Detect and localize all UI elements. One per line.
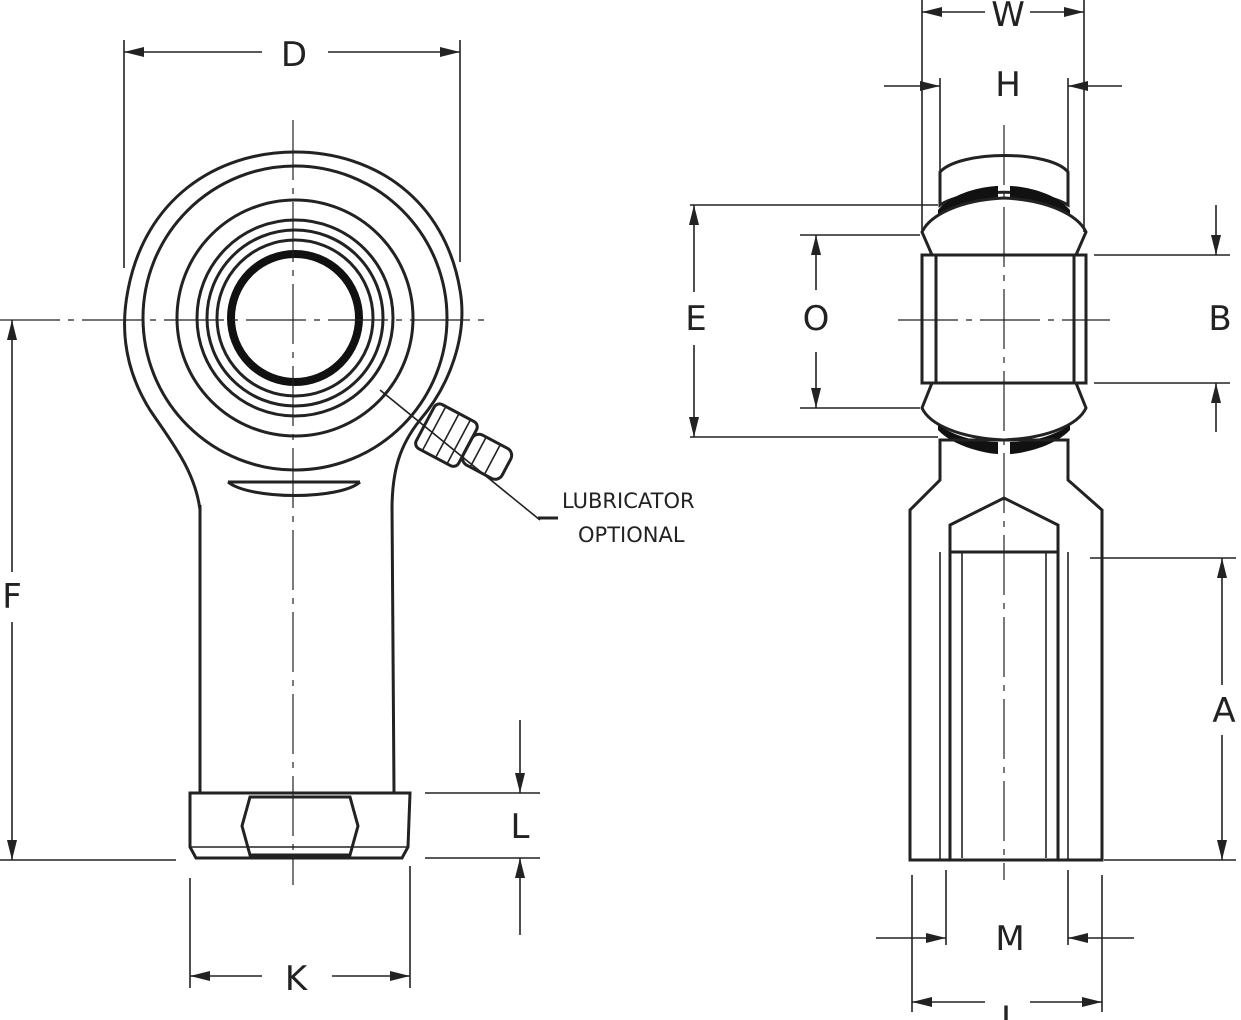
hex-nut [188, 791, 412, 860]
label-E: E [685, 299, 706, 339]
bore-ring [227, 250, 363, 386]
race-ring [195, 218, 395, 418]
label-O: O [803, 299, 830, 339]
dim-J: J [911, 875, 1103, 1020]
side-body [908, 438, 1104, 862]
label-F: F [2, 577, 22, 617]
dim-H: H [884, 65, 1122, 180]
dim-B: B [1094, 205, 1232, 432]
side-view: W H E O [685, 0, 1236, 1020]
dim-O: O [800, 234, 920, 409]
dim-L: L [425, 720, 540, 935]
label-M: M [995, 919, 1024, 959]
dim-W: W [921, 0, 1085, 232]
dim-K: K [189, 866, 411, 999]
lubricator-note-line2: OPTIONAL [578, 523, 685, 547]
dim-D: D [123, 35, 461, 268]
label-J: J [999, 999, 1011, 1020]
liner-top [938, 186, 998, 215]
label-H: H [995, 65, 1021, 105]
dim-E: E [685, 204, 938, 438]
dim-M: M [876, 870, 1134, 959]
dim-A: A [1090, 557, 1236, 861]
dim-F: F [0, 320, 176, 861]
label-W: W [991, 0, 1025, 35]
threaded-bore [948, 496, 1060, 862]
front-head-outline [123, 150, 464, 511]
front-view: LUBRICATOR OPTIONAL D F [0, 35, 695, 999]
label-K: K [285, 959, 309, 999]
label-B: B [1208, 299, 1231, 339]
lubricator-note-line1: LUBRICATOR [562, 489, 695, 513]
front-neck-curve [227, 480, 362, 497]
label-D: D [281, 35, 307, 75]
label-A: A [1212, 691, 1235, 731]
lubricator-leader [379, 389, 541, 521]
label-L: L [511, 807, 530, 847]
outer-ring [141, 164, 449, 472]
grease-fitting [414, 402, 514, 481]
